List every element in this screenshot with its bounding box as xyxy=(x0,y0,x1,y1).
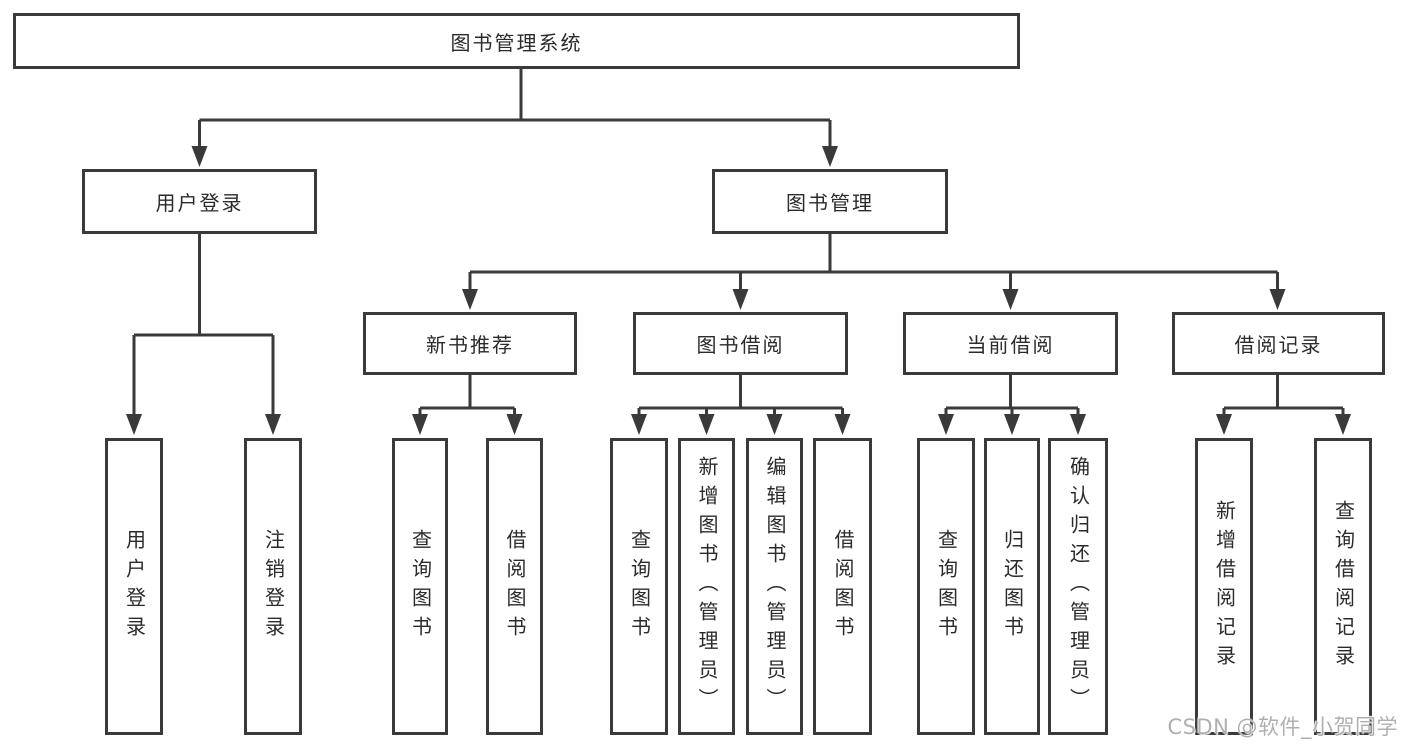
node-root-label: 图书管理系统 xyxy=(450,30,583,55)
arrow-icon xyxy=(822,146,838,167)
node-borrow-records-label: 借阅记录 xyxy=(1234,333,1323,357)
connector-bars xyxy=(134,118,1343,410)
leaf-user-login-label: 用户登录 xyxy=(122,528,147,645)
arrow-icon xyxy=(462,289,478,310)
leaf-br-add-record-label: 新增借阅记录 xyxy=(1212,499,1237,674)
arrow-icon xyxy=(412,414,428,435)
node-book-management: 图书管理 xyxy=(712,169,948,234)
node-book-borrow: 图书借阅 xyxy=(633,312,848,375)
arrow-icon xyxy=(1004,414,1020,435)
connector-stems xyxy=(198,69,1279,408)
leaf-br-query-record-label: 查询借阅记录 xyxy=(1331,499,1356,674)
leaf-bb-edit-books-label: 编辑图书（管理员） xyxy=(763,456,787,717)
node-user-login-label: 用户登录 xyxy=(155,191,244,215)
connector-drops xyxy=(132,120,1345,416)
leaf-cb-confirm-return: 确认归还（管理员） xyxy=(1048,438,1108,735)
node-new-book-recommend-label: 新书推荐 xyxy=(426,333,514,357)
arrow-icon xyxy=(506,414,523,435)
leaf-nb-query-books: 查询图书 xyxy=(392,438,448,735)
leaf-br-query-record: 查询借阅记录 xyxy=(1314,438,1372,735)
arrow-icon xyxy=(1269,289,1286,310)
csdn-watermark: CSDN @软件_小贺同学 xyxy=(1167,715,1398,739)
leaf-bb-borrow-books-label: 借阅图书 xyxy=(831,528,855,645)
arrow-icon xyxy=(631,414,647,435)
leaf-nb-borrow-books-label: 借阅图书 xyxy=(503,528,527,645)
arrow-icon xyxy=(265,414,281,435)
leaf-user-login: 用户登录 xyxy=(105,438,163,735)
arrow-icon xyxy=(732,289,749,310)
leaf-bb-add-books-label: 新增图书（管理员） xyxy=(695,456,719,717)
leaf-bb-edit-books: 编辑图书（管理员） xyxy=(746,438,803,735)
leaf-logout: 注销登录 xyxy=(244,438,302,735)
arrow-icon xyxy=(126,414,142,435)
node-current-borrow-label: 当前借阅 xyxy=(966,333,1055,357)
leaf-cb-confirm-return-label: 确认归还（管理员） xyxy=(1066,456,1091,717)
arrow-icon xyxy=(698,414,715,435)
leaf-nb-borrow-books: 借阅图书 xyxy=(486,438,543,735)
node-book-borrow-label: 图书借阅 xyxy=(696,333,785,357)
arrow-icon xyxy=(1070,414,1086,435)
node-root: 图书管理系统 xyxy=(13,13,1020,69)
leaf-cb-return-books-label: 归还图书 xyxy=(1000,528,1025,645)
leaf-nb-query-books-label: 查询图书 xyxy=(408,528,433,645)
leaf-br-add-record: 新增借阅记录 xyxy=(1195,438,1253,735)
leaf-cb-return-books: 归还图书 xyxy=(984,438,1040,735)
leaf-bb-query-books: 查询图书 xyxy=(610,438,668,735)
arrow-icon xyxy=(1216,414,1232,435)
arrow-icon xyxy=(1002,289,1019,310)
leaf-bb-query-books-label: 查询图书 xyxy=(627,528,652,645)
arrow-icon xyxy=(191,146,208,167)
leaf-cb-query-books: 查询图书 xyxy=(917,438,975,735)
node-book-management-label: 图书管理 xyxy=(786,191,874,215)
leaf-bb-borrow-books: 借阅图书 xyxy=(813,438,872,735)
node-new-book-recommend: 新书推荐 xyxy=(363,312,577,375)
arrow-icon xyxy=(1335,414,1351,435)
leaf-cb-query-books-label: 查询图书 xyxy=(934,528,959,645)
leaf-logout-label: 注销登录 xyxy=(261,528,286,645)
node-user-login: 用户登录 xyxy=(82,169,317,234)
arrow-icon xyxy=(834,414,851,435)
arrow-icon xyxy=(766,414,783,435)
leaf-bb-add-books: 新增图书（管理员） xyxy=(678,438,735,735)
node-current-borrow: 当前借阅 xyxy=(903,312,1118,375)
arrowheads xyxy=(126,146,1351,435)
arrow-icon xyxy=(938,414,954,435)
node-borrow-records: 借阅记录 xyxy=(1172,312,1385,375)
